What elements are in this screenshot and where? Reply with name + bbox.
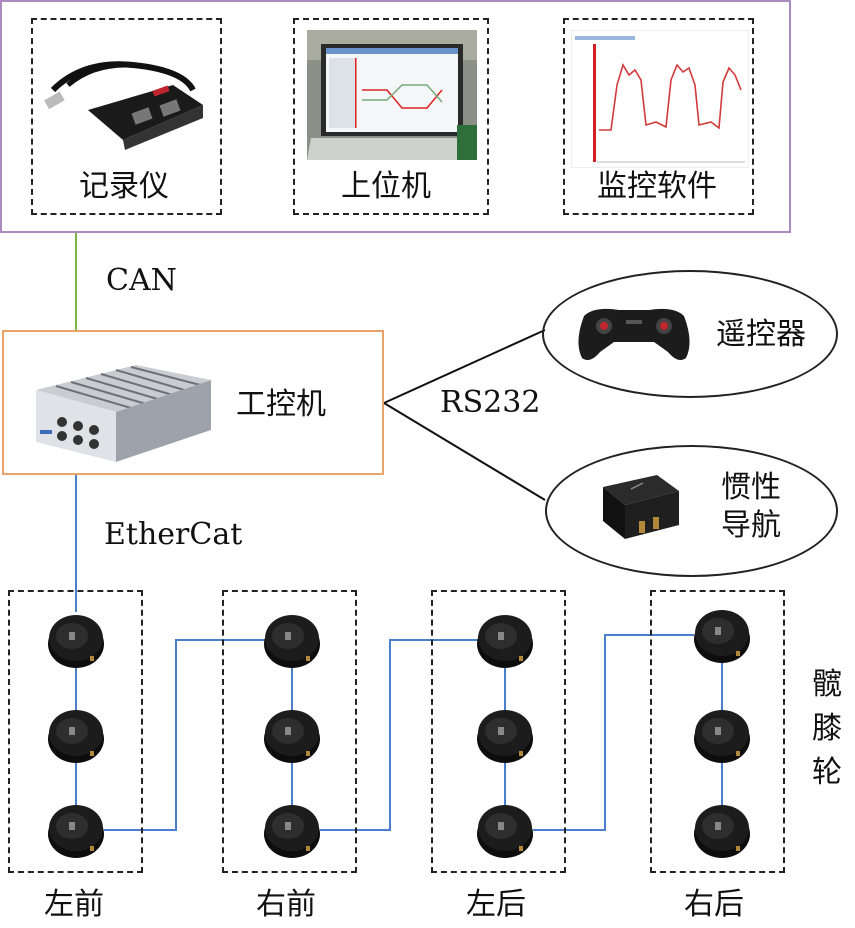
side-label-wheel: 轮 bbox=[812, 755, 842, 790]
monitoring-chart-icon bbox=[571, 30, 749, 168]
side-label-hip: 髋 bbox=[812, 667, 842, 702]
leg-group-right-rear bbox=[650, 590, 785, 873]
hip-motor-icon bbox=[48, 615, 104, 668]
logger-label: 记录仪 bbox=[79, 169, 169, 204]
can-label: CAN bbox=[106, 263, 177, 298]
monitor-software-box: 监控软件 bbox=[563, 18, 754, 215]
laptop-icon bbox=[307, 30, 477, 160]
monitor-software-label: 监控软件 bbox=[597, 169, 717, 204]
hip-motor-icon bbox=[477, 615, 533, 668]
imu-label-line1: 惯性 bbox=[721, 470, 781, 505]
rs232-line-imu bbox=[383, 402, 546, 501]
leg-group-right-front bbox=[222, 590, 357, 873]
logger-box: 记录仪 bbox=[31, 18, 222, 215]
leg-label-left-rear: 左后 bbox=[466, 887, 526, 922]
leg-label-right-rear: 右后 bbox=[684, 887, 744, 922]
hip-motor-icon bbox=[264, 615, 320, 668]
remote-controller-label: 遥控器 bbox=[716, 317, 806, 352]
knee-motor-icon bbox=[477, 710, 533, 763]
imu-label-line2: 导航 bbox=[721, 508, 781, 543]
rs232-label: RS232 bbox=[440, 385, 541, 420]
ethercat-label: EtherCat bbox=[104, 517, 243, 552]
industrial-pc-icon bbox=[26, 350, 216, 462]
wheel-motor-icon bbox=[477, 805, 533, 858]
wheel-motor-icon bbox=[48, 805, 104, 858]
hip-motor-icon bbox=[694, 610, 750, 663]
host-pc-box: 上位机 bbox=[293, 18, 489, 215]
knee-motor-icon bbox=[694, 710, 750, 763]
leg-label-left-front: 左前 bbox=[44, 887, 104, 922]
wheel-motor-icon bbox=[264, 805, 320, 858]
side-label-knee: 膝 bbox=[812, 711, 842, 746]
leg-group-left-rear bbox=[431, 590, 566, 873]
industrial-pc-label: 工控机 bbox=[236, 387, 326, 422]
usb-can-adapter-icon bbox=[43, 30, 213, 150]
leg-label-right-front: 右前 bbox=[256, 887, 316, 922]
knee-motor-icon bbox=[48, 710, 104, 763]
host-pc-label: 上位机 bbox=[341, 169, 431, 204]
remote-controller-node: 遥控器 bbox=[542, 270, 838, 398]
imu-node: 惯性 导航 bbox=[545, 445, 838, 577]
wheel-motor-icon bbox=[694, 805, 750, 858]
industrial-pc-box: 工控机 bbox=[2, 330, 384, 475]
imu-module-icon bbox=[595, 469, 685, 549]
leg-group-left-front bbox=[8, 590, 143, 873]
gamepad-icon bbox=[574, 302, 694, 364]
host-group-box bbox=[0, 0, 791, 233]
rs232-line-remote bbox=[383, 329, 546, 404]
knee-motor-icon bbox=[264, 710, 320, 763]
